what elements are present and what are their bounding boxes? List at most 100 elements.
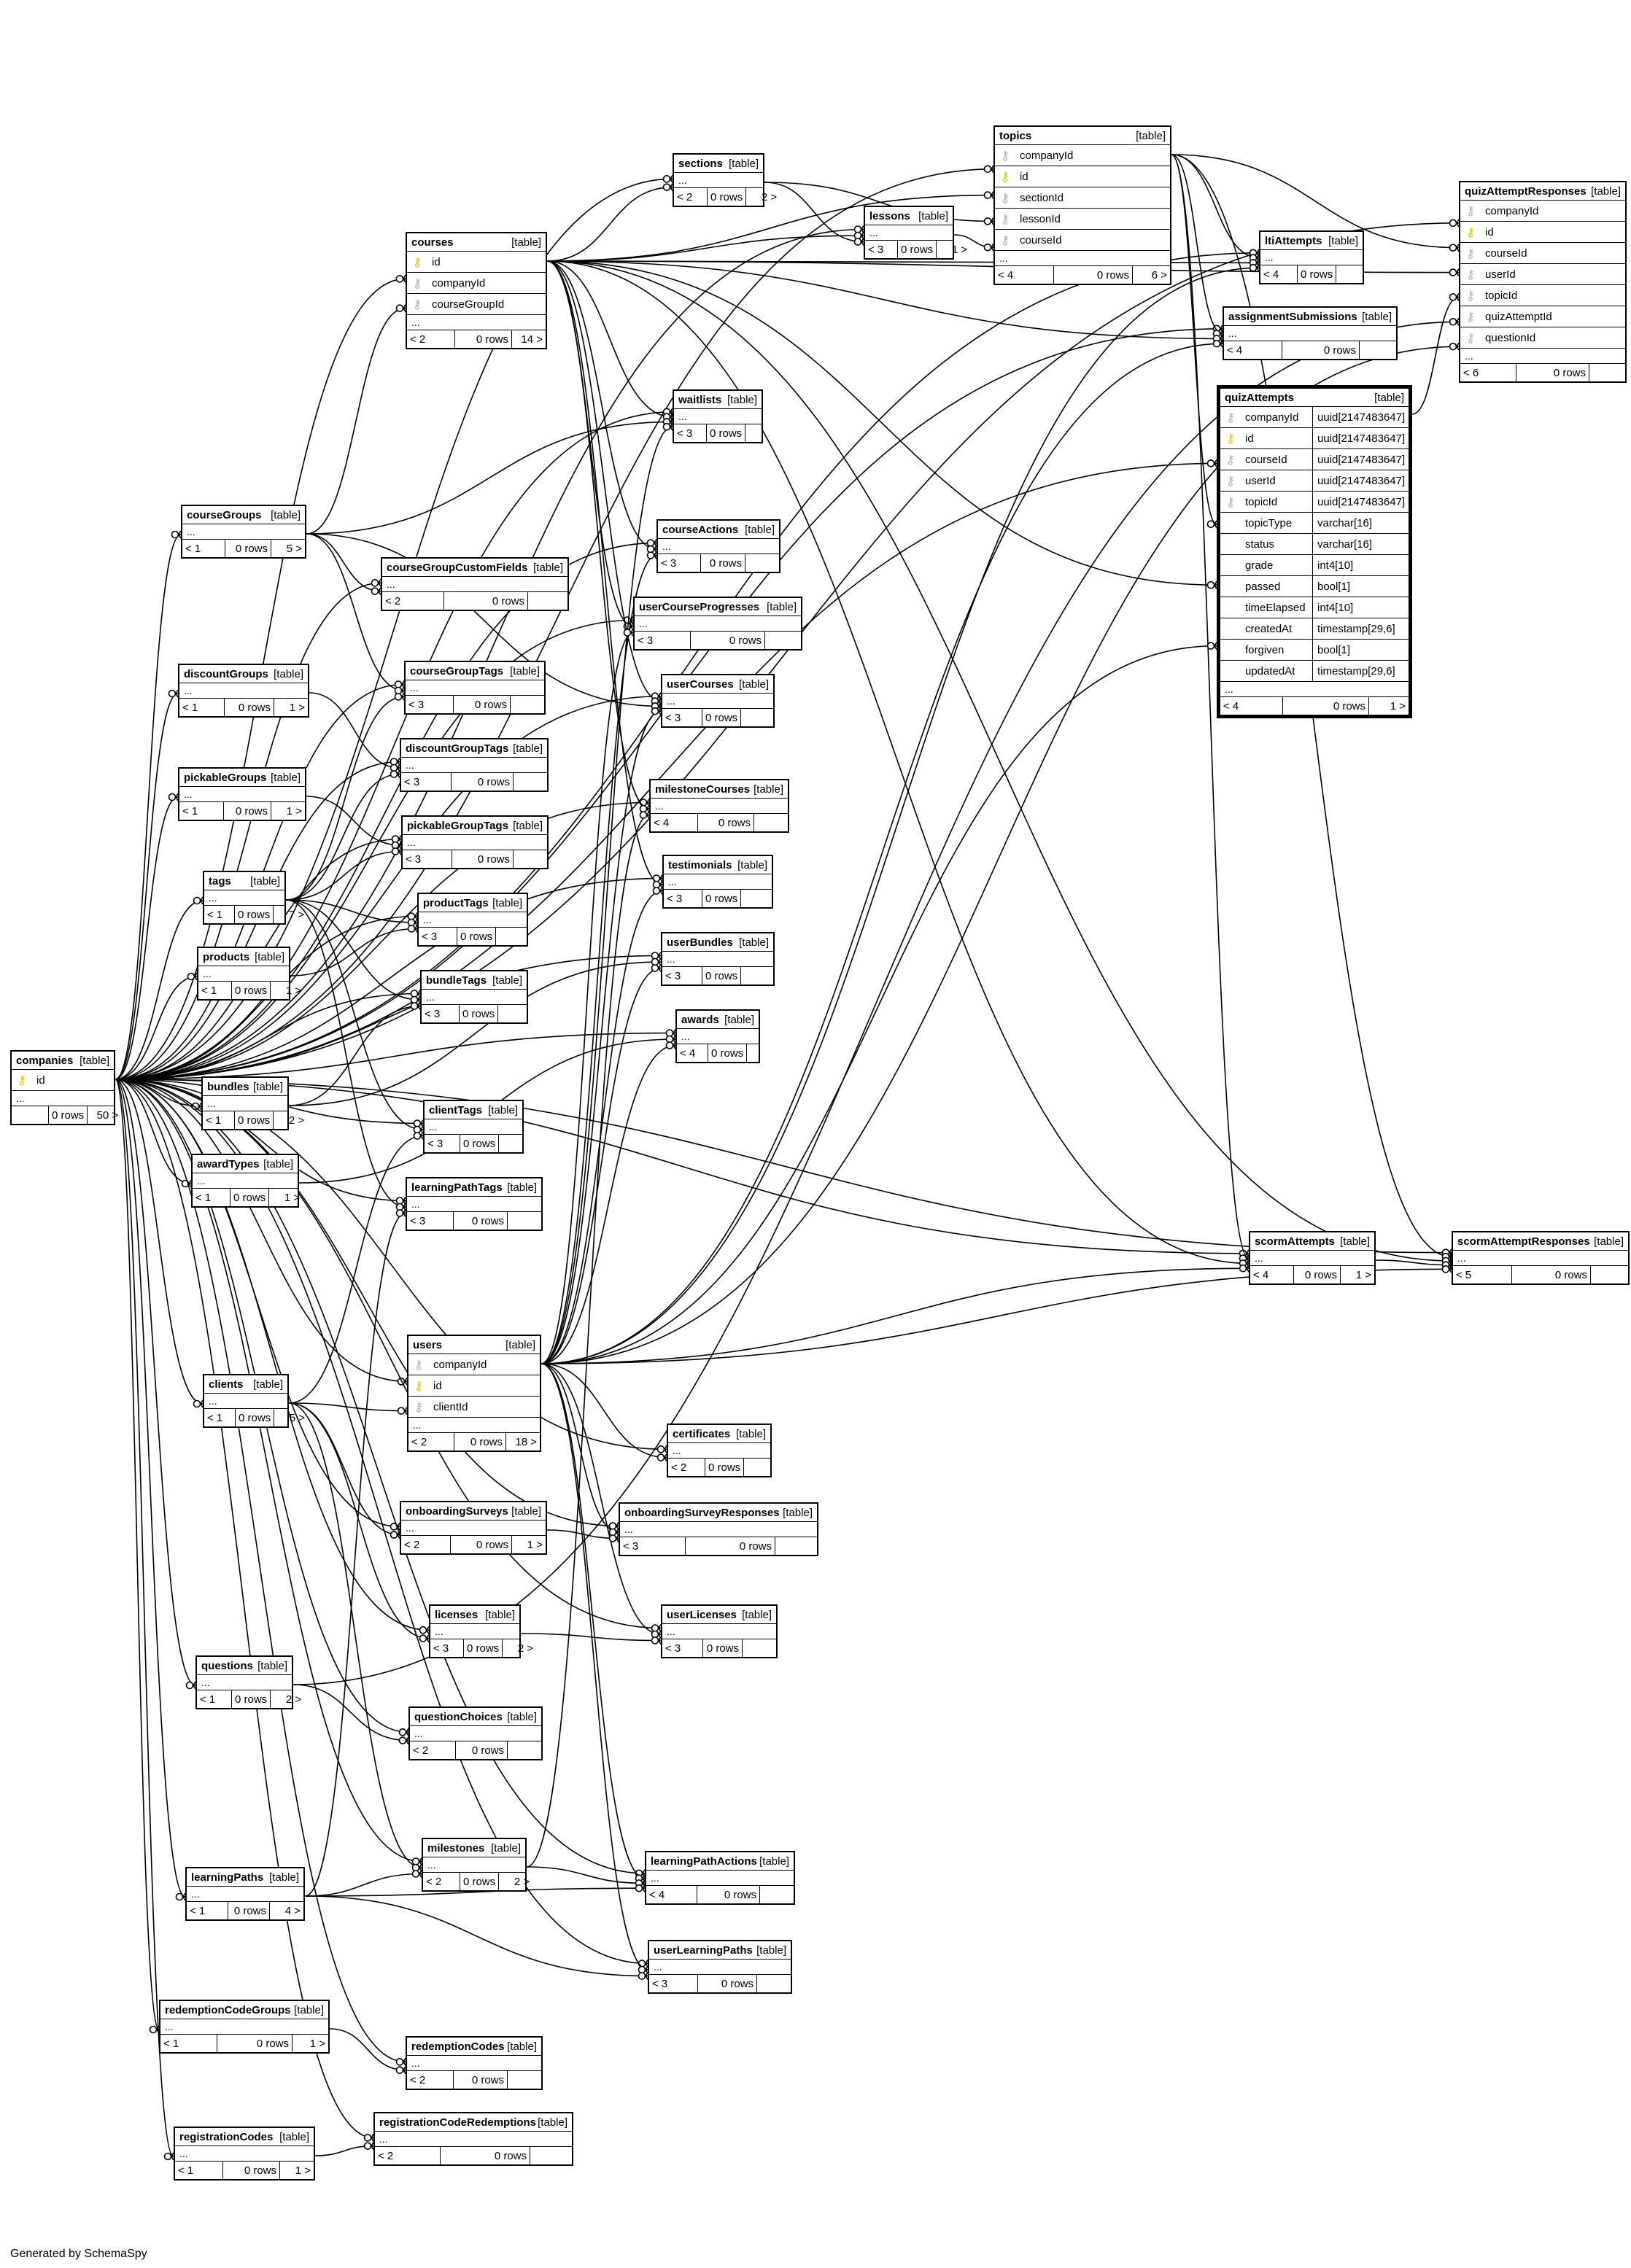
table-name[interactable]: awardTypes <box>197 1157 260 1170</box>
parents-count[interactable]: < 3 <box>401 773 452 791</box>
table-name[interactable]: companies <box>16 1054 74 1067</box>
parents-count[interactable]: < 3 <box>649 1975 698 1992</box>
table-name[interactable]: quizAttemptResponses <box>1465 185 1587 198</box>
children-count[interactable]: 14 > <box>521 333 543 346</box>
children-count[interactable] <box>760 1886 794 1903</box>
column-row[interactable]: ⚷id <box>408 1375 540 1397</box>
parents-count[interactable]: < 1 <box>187 1902 228 1919</box>
parents-count[interactable]: < 3 <box>407 1212 454 1230</box>
parents-count[interactable]: < 1 <box>193 1189 230 1206</box>
table-name[interactable]: tags <box>209 874 231 888</box>
table-name[interactable]: registrationCodeRedemptions <box>379 2116 537 2129</box>
children-count[interactable]: 2 > <box>288 1114 305 1127</box>
children-count[interactable]: 1 > <box>284 1191 301 1204</box>
column-row[interactable]: ⚷sectionId <box>995 187 1170 209</box>
table-name[interactable]: redemptionCodes <box>411 2040 505 2053</box>
table-name[interactable]: userCourses <box>667 677 734 691</box>
table-name[interactable]: courseGroups <box>187 508 262 521</box>
children-count[interactable] <box>741 709 775 726</box>
parents-count[interactable]: < 3 <box>658 554 701 572</box>
children-count[interactable]: 2 > <box>761 190 778 203</box>
column-row[interactable]: ⚷id <box>995 166 1170 187</box>
parents-count[interactable]: < 2 <box>423 1873 460 1890</box>
table-name[interactable]: bundleTags <box>426 974 487 987</box>
children-count[interactable]: 50 > <box>96 1108 119 1122</box>
table-name[interactable]: scormAttempts <box>1255 1235 1336 1248</box>
children-count[interactable] <box>744 1459 778 1476</box>
table-name[interactable]: userCourseProgresses <box>639 600 760 613</box>
parents-count[interactable] <box>12 1106 49 1124</box>
children-count[interactable]: 1 > <box>1390 699 1406 712</box>
table-name[interactable]: learningPaths <box>191 1871 264 1884</box>
column-row[interactable]: ⚷courseId <box>995 230 1170 251</box>
column-row[interactable]: ⚷companyId <box>407 273 546 294</box>
table-name[interactable]: discountGroupTags <box>406 742 509 755</box>
table-name[interactable]: sections <box>678 157 723 170</box>
parents-count[interactable]: < 4 <box>1220 697 1283 715</box>
column-row[interactable]: ⚷courseId <box>1460 243 1625 264</box>
table-name[interactable]: onboardingSurveyResponses <box>624 1506 780 1519</box>
table-name[interactable]: registrationCodes <box>179 2130 274 2143</box>
column-row[interactable]: ⚷topicId <box>1460 285 1625 306</box>
children-count[interactable] <box>530 2147 572 2164</box>
parents-count[interactable]: < 1 <box>179 802 224 820</box>
children-count[interactable]: 7 > <box>288 908 305 921</box>
parents-count[interactable]: < 2 <box>407 330 455 348</box>
children-count[interactable] <box>747 1044 780 1062</box>
table-name[interactable]: questionChoices <box>414 1710 503 1723</box>
column-row[interactable]: ⚷clientId <box>408 1397 540 1418</box>
children-count[interactable] <box>1360 341 1396 359</box>
table-name[interactable]: clients <box>209 1378 244 1391</box>
children-count[interactable] <box>741 890 775 907</box>
parents-count[interactable]: < 3 <box>662 709 702 726</box>
children-count[interactable] <box>754 814 788 831</box>
table-name[interactable]: milestones <box>427 1841 485 1855</box>
table-name[interactable]: userLicenses <box>667 1608 737 1621</box>
column-row[interactable]: ⚷userId <box>1460 264 1625 285</box>
children-count[interactable]: 2 > <box>517 1642 534 1655</box>
column-row[interactable]: ⚷courseGroupId <box>407 294 546 315</box>
table-name[interactable]: licenses <box>435 1608 479 1621</box>
children-count[interactable] <box>1591 1266 1628 1283</box>
parents-count[interactable]: < 1 <box>175 2162 223 2179</box>
children-count[interactable]: 1 > <box>951 243 968 256</box>
parents-count[interactable]: < 2 <box>410 1741 456 1759</box>
children-count[interactable] <box>496 928 530 945</box>
table-name[interactable]: onboardingSurveys <box>406 1504 508 1518</box>
children-count[interactable] <box>757 1975 791 1992</box>
parents-count[interactable]: < 2 <box>668 1459 705 1476</box>
children-count[interactable]: 4 > <box>284 1904 301 1917</box>
parents-count[interactable]: < 5 <box>1453 1266 1512 1283</box>
table-name[interactable]: clientTags <box>429 1103 483 1116</box>
table-name[interactable]: assignmentSubmissions <box>1228 310 1357 323</box>
table-registrationCodeRedemptions[interactable]: registrationCodeRedemptions[table]...< 2… <box>373 2112 573 2166</box>
parents-count[interactable]: < 2 <box>401 1536 451 1553</box>
